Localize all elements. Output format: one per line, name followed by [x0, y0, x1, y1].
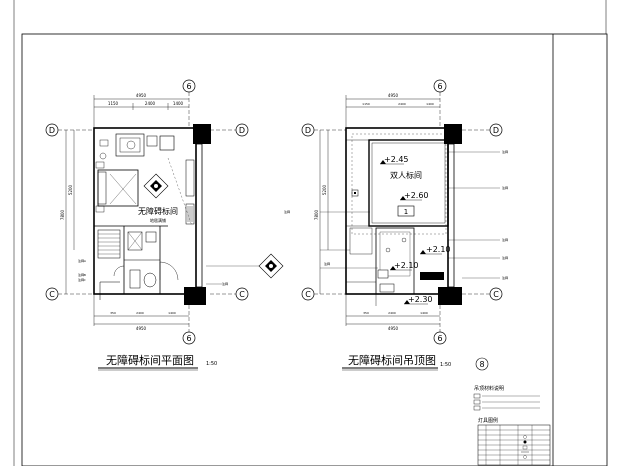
drawing-scale: 1:50	[206, 361, 217, 367]
grid-label-left-bottom: C	[49, 290, 55, 299]
grid-label-top: 6	[186, 82, 191, 91]
svg-text:1400: 1400	[420, 311, 428, 315]
svg-text:注释: 注释	[324, 261, 330, 266]
structural-column	[193, 124, 211, 144]
bed	[97, 169, 139, 207]
ceiling-legend: 吊顶材料说明 灯具图例	[473, 385, 551, 466]
dim-top-part-1: 1150	[108, 101, 119, 106]
svg-text:1150: 1150	[362, 102, 370, 106]
structural-column	[438, 287, 462, 305]
room-label: 无障碍标间	[138, 206, 178, 216]
ceiling-level-mark: +2.10	[390, 261, 419, 271]
armchair	[115, 133, 145, 157]
structural-column	[444, 124, 462, 144]
toilet	[143, 272, 157, 288]
grid-label-top: 6	[437, 82, 442, 91]
svg-text:+2.60: +2.60	[404, 191, 429, 200]
grid-label-left-top: D	[305, 126, 311, 135]
grid-label-right-top: D	[239, 126, 245, 135]
svg-text:+2.45: +2.45	[384, 155, 409, 164]
dim-side-part: 5200	[68, 184, 73, 195]
downlight	[401, 237, 407, 243]
dim-top-total: 4950	[388, 93, 399, 98]
svg-text:注释B: 注释B	[78, 272, 86, 277]
svg-text:注释: 注释	[284, 209, 290, 214]
svg-text:2400: 2400	[388, 311, 396, 315]
section-number: 8	[479, 360, 484, 369]
lamp-symbol	[206, 253, 284, 279]
grid-label-right-top: D	[493, 126, 499, 135]
svg-text:1400: 1400	[168, 311, 176, 315]
ceiling-level-mark: +2.30	[404, 295, 433, 305]
svg-text:注释: 注释	[502, 185, 508, 190]
ceiling-level-mark: +2.60	[400, 191, 429, 201]
svg-text:注释A: 注释A	[78, 258, 86, 263]
svg-text:注释: 注释	[502, 275, 508, 280]
room-sublabel: 地毯满铺	[150, 217, 166, 223]
drawing-title: 无障碍标间吊顶图	[348, 353, 436, 367]
dim-top-part-3: 1400	[173, 101, 184, 106]
grid-label-right-bottom: C	[493, 290, 499, 299]
grid-label-right-bottom: C	[239, 290, 245, 299]
drawing-border	[21, 33, 608, 466]
svg-text:2400: 2400	[398, 102, 406, 106]
curtain-box	[420, 272, 444, 280]
grid-label-bottom: 6	[186, 334, 191, 343]
room-label: 双人标间	[390, 170, 422, 180]
svg-text:注释: 注释	[502, 149, 508, 154]
carpet-pattern	[143, 173, 169, 199]
svg-text:+2.10: +2.10	[394, 261, 419, 270]
svg-text:350: 350	[110, 311, 116, 315]
section-bubble	[475, 357, 489, 371]
svg-text:7800: 7800	[314, 209, 319, 220]
right-ceiling-plan: 6 4950 1150 2400 1400 D C D C 7800 5200	[284, 79, 508, 371]
svg-text:+2.30: +2.30	[408, 295, 433, 304]
grid-label-left-top: D	[49, 126, 55, 135]
legend-title: 吊顶材料说明	[474, 385, 504, 392]
svg-text:注释: 注释	[222, 281, 228, 286]
ceiling-level-mark: +2.45	[380, 155, 409, 165]
svg-text:2400: 2400	[136, 311, 144, 315]
light-fixture	[351, 189, 359, 197]
room-number: 1	[404, 208, 408, 216]
dim-top-total: 4950	[136, 93, 147, 98]
svg-text:350: 350	[363, 311, 369, 315]
dim-bottom-total: 4950	[136, 326, 147, 331]
downlight	[385, 247, 391, 253]
dim-bottom-total: 4950	[388, 326, 399, 331]
structural-column	[184, 287, 206, 305]
dim-side-total: 7800	[60, 209, 65, 220]
left-floor-plan: 6 4950 1150 2400 1400 D C D C 7800 5200	[45, 79, 284, 371]
svg-text:1400: 1400	[426, 102, 434, 106]
svg-text:注释: 注释	[502, 237, 508, 242]
grid-label-bottom: 6	[437, 334, 442, 343]
dim-top-part-2: 2400	[145, 101, 156, 106]
table-title: 灯具图例	[478, 417, 498, 424]
drawing-title: 无障碍标间平面图	[106, 353, 194, 367]
svg-text:5200: 5200	[322, 184, 327, 195]
svg-text:注释C: 注释C	[78, 277, 86, 282]
ceiling-level-mark: +2.10	[420, 245, 451, 255]
svg-text:注释: 注释	[502, 255, 508, 260]
grid-label-left-bottom: C	[305, 290, 311, 299]
drawing-scale: 1:50	[440, 362, 451, 368]
shower-area	[127, 231, 143, 251]
svg-text:+2.10: +2.10	[426, 245, 451, 254]
